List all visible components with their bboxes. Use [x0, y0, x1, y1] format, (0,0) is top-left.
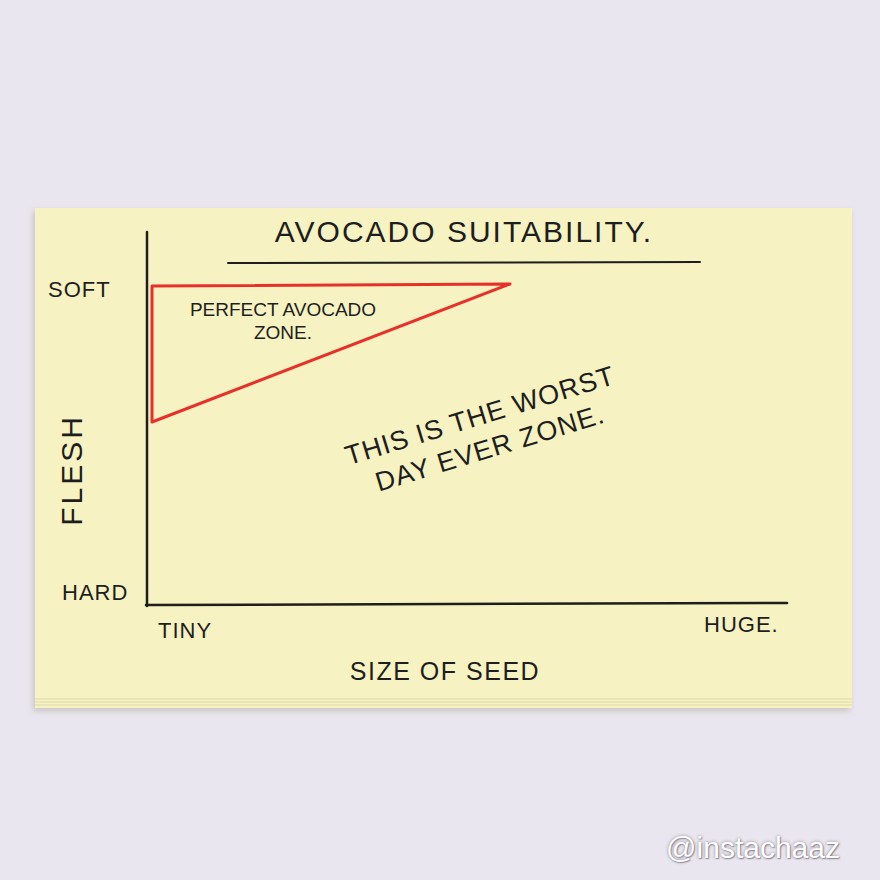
triangle-outline	[152, 284, 510, 422]
zone-triangle: PERFECT AVOCADO ZONE.	[148, 283, 514, 425]
sticky-note	[35, 208, 852, 708]
axis-title: SIZE OF SEED	[245, 656, 645, 686]
title-underline	[228, 262, 700, 263]
axis-title: FLESH	[54, 400, 90, 540]
axis-label: HUGE.	[704, 612, 779, 638]
pad-edges	[35, 699, 852, 705]
watermark: @instachaaz	[530, 830, 840, 866]
axis-label: HARD	[62, 580, 128, 606]
zone-label: PERFECT AVOCADO ZONE.	[178, 299, 388, 345]
axis-label: SOFT	[48, 277, 111, 303]
chart-title: AVOCADO SUITABILITY.	[164, 212, 764, 252]
y-axis	[146, 232, 149, 606]
axis-label: TINY	[158, 618, 212, 644]
x-axis	[146, 603, 787, 605]
